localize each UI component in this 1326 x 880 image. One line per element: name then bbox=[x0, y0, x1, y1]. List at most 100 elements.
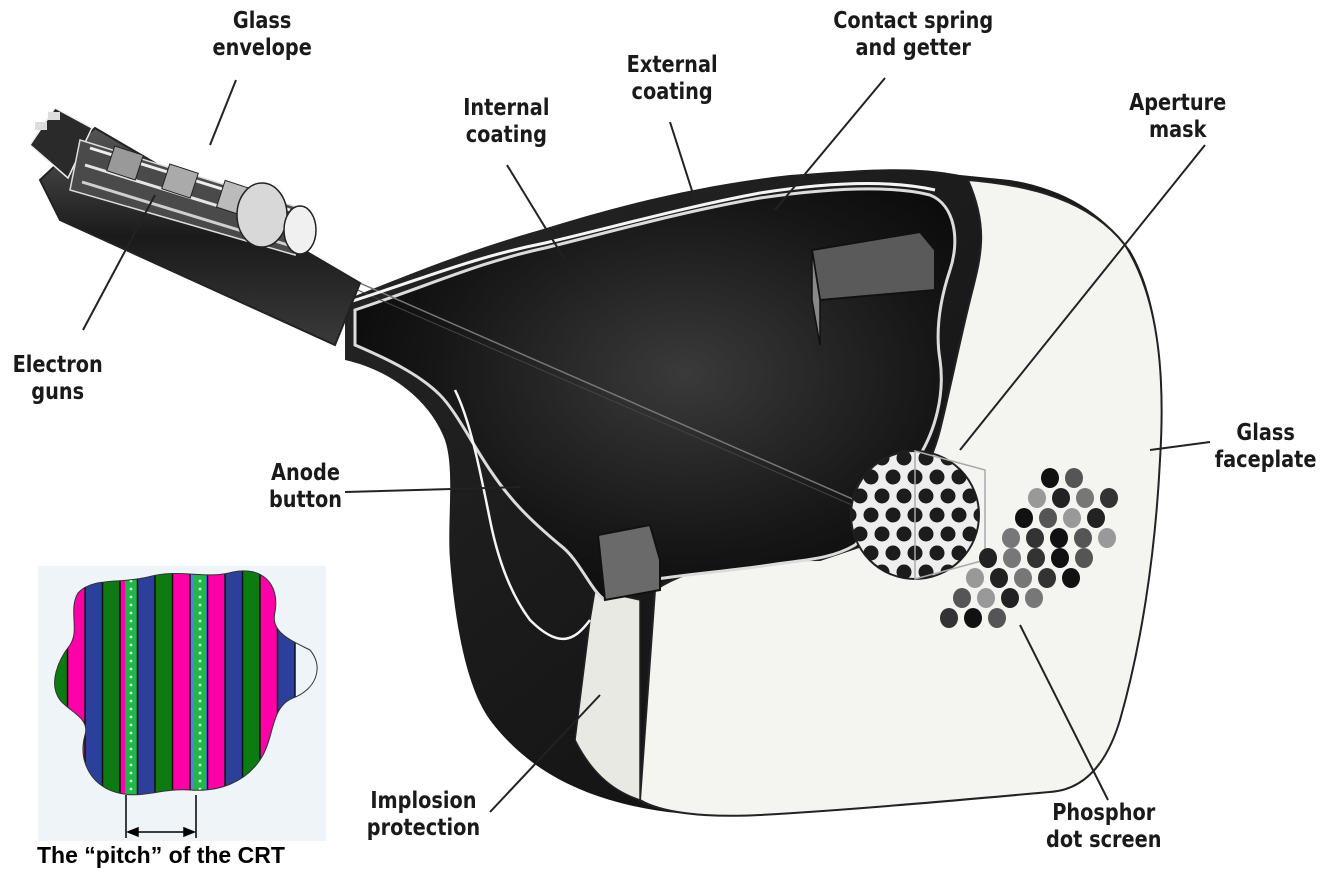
label-line: faceplate bbox=[1215, 447, 1317, 474]
stripe-dot bbox=[130, 708, 133, 711]
stripe-dot bbox=[199, 764, 202, 767]
stripe-dot bbox=[199, 756, 202, 759]
label-electron-guns: Electron guns bbox=[13, 352, 103, 406]
stripe-dot bbox=[199, 564, 202, 567]
label-internal-coating: Internal coating bbox=[463, 95, 549, 149]
mask-hole bbox=[875, 489, 890, 504]
stripe-dot bbox=[199, 628, 202, 631]
mask-hole bbox=[897, 489, 912, 504]
stripe-dot bbox=[130, 660, 133, 663]
stripe-dot bbox=[199, 740, 202, 743]
stripe-dot bbox=[199, 596, 202, 599]
stripe-dot bbox=[199, 580, 202, 583]
stripe-dot bbox=[199, 604, 202, 607]
label-line: mask bbox=[1129, 117, 1226, 144]
phosphor-dot bbox=[1015, 508, 1033, 528]
mask-hole bbox=[941, 489, 956, 504]
stripe-dot bbox=[130, 652, 133, 655]
label-line: dot screen bbox=[1046, 827, 1162, 854]
phosphor-dot bbox=[990, 568, 1008, 588]
stripe-dot bbox=[199, 668, 202, 671]
phosphor-stripe bbox=[225, 560, 243, 810]
label-line: coating bbox=[463, 122, 549, 149]
phosphor-dot bbox=[1050, 528, 1068, 548]
phosphor-dot bbox=[966, 568, 984, 588]
phosphor-dot bbox=[979, 548, 997, 568]
mask-hole bbox=[941, 527, 956, 542]
label-line: Glass bbox=[1215, 420, 1317, 447]
mask-hole bbox=[930, 508, 945, 523]
stripe-dot bbox=[130, 676, 133, 679]
phosphor-stripe bbox=[103, 560, 121, 810]
phosphor-dot bbox=[953, 588, 971, 608]
phosphor-stripe bbox=[138, 560, 156, 810]
stripe-dot bbox=[130, 668, 133, 671]
stripe-dot bbox=[199, 732, 202, 735]
phosphor-stripe bbox=[155, 560, 173, 810]
label-line: Contact spring bbox=[833, 8, 993, 35]
label-line: Internal bbox=[463, 95, 549, 122]
phosphor-dot bbox=[1100, 488, 1118, 508]
phosphor-dot bbox=[1065, 468, 1083, 488]
label-line: Glass bbox=[212, 8, 311, 35]
mask-hole bbox=[930, 546, 945, 561]
phosphor-dot bbox=[1014, 568, 1032, 588]
phosphor-dot bbox=[1087, 508, 1105, 528]
stripe-dot bbox=[130, 772, 133, 775]
label-line: Electron bbox=[13, 352, 103, 379]
phosphor-dot bbox=[1038, 568, 1056, 588]
stripe-dot bbox=[199, 716, 202, 719]
mask-hole bbox=[886, 508, 901, 523]
stripe-dot bbox=[130, 644, 133, 647]
stripe-dot bbox=[130, 764, 133, 767]
mask-hole bbox=[886, 546, 901, 561]
pitch-inset bbox=[38, 560, 326, 841]
label-line: coating bbox=[627, 79, 718, 106]
phosphor-dot bbox=[940, 608, 958, 628]
phosphor-dot bbox=[1039, 508, 1057, 528]
phosphor-dot bbox=[1041, 468, 1059, 488]
stripe-dot bbox=[130, 564, 133, 567]
stripe-dot bbox=[130, 604, 133, 607]
phosphor-dot bbox=[1074, 528, 1092, 548]
stripe-dot bbox=[130, 788, 133, 791]
label-glass-faceplate: Glass faceplate bbox=[1215, 420, 1317, 474]
stripe-dot bbox=[130, 636, 133, 639]
phosphor-dot bbox=[1002, 528, 1020, 548]
stripe-dot bbox=[199, 780, 202, 783]
stripe-dot bbox=[199, 692, 202, 695]
phosphor-dot bbox=[1026, 528, 1044, 548]
stripe-dot bbox=[130, 732, 133, 735]
stripe-dot bbox=[199, 620, 202, 623]
phosphor-dot bbox=[977, 588, 995, 608]
mask-hole bbox=[875, 527, 890, 542]
mask-hole bbox=[919, 489, 934, 504]
label-line: and getter bbox=[833, 35, 993, 62]
stripe-dot bbox=[199, 684, 202, 687]
phosphor-dot bbox=[1076, 488, 1094, 508]
stripe-dot bbox=[130, 588, 133, 591]
phosphor-dot bbox=[1028, 488, 1046, 508]
stripe-dot bbox=[199, 708, 202, 711]
label-line: Phosphor bbox=[1046, 800, 1162, 827]
label-glass-envelope: Glass envelope bbox=[212, 8, 311, 62]
phosphor-dot bbox=[964, 608, 982, 628]
stripe-dot bbox=[130, 620, 133, 623]
stripe-dot bbox=[130, 780, 133, 783]
mask-hole bbox=[930, 470, 945, 485]
label-external-coating: External coating bbox=[627, 52, 718, 106]
stripe-dot bbox=[199, 724, 202, 727]
stripe-dot bbox=[199, 676, 202, 679]
label-anode-button: Anode button bbox=[269, 460, 342, 514]
stripe-dot bbox=[199, 660, 202, 663]
stripe-dot bbox=[130, 692, 133, 695]
phosphor-dot bbox=[1001, 588, 1019, 608]
stripe-dot bbox=[130, 756, 133, 759]
stripe-dot bbox=[130, 740, 133, 743]
stripe-dot bbox=[199, 652, 202, 655]
stripe-dot bbox=[130, 684, 133, 687]
phosphor-dot bbox=[1063, 508, 1081, 528]
stripe-dot bbox=[130, 724, 133, 727]
